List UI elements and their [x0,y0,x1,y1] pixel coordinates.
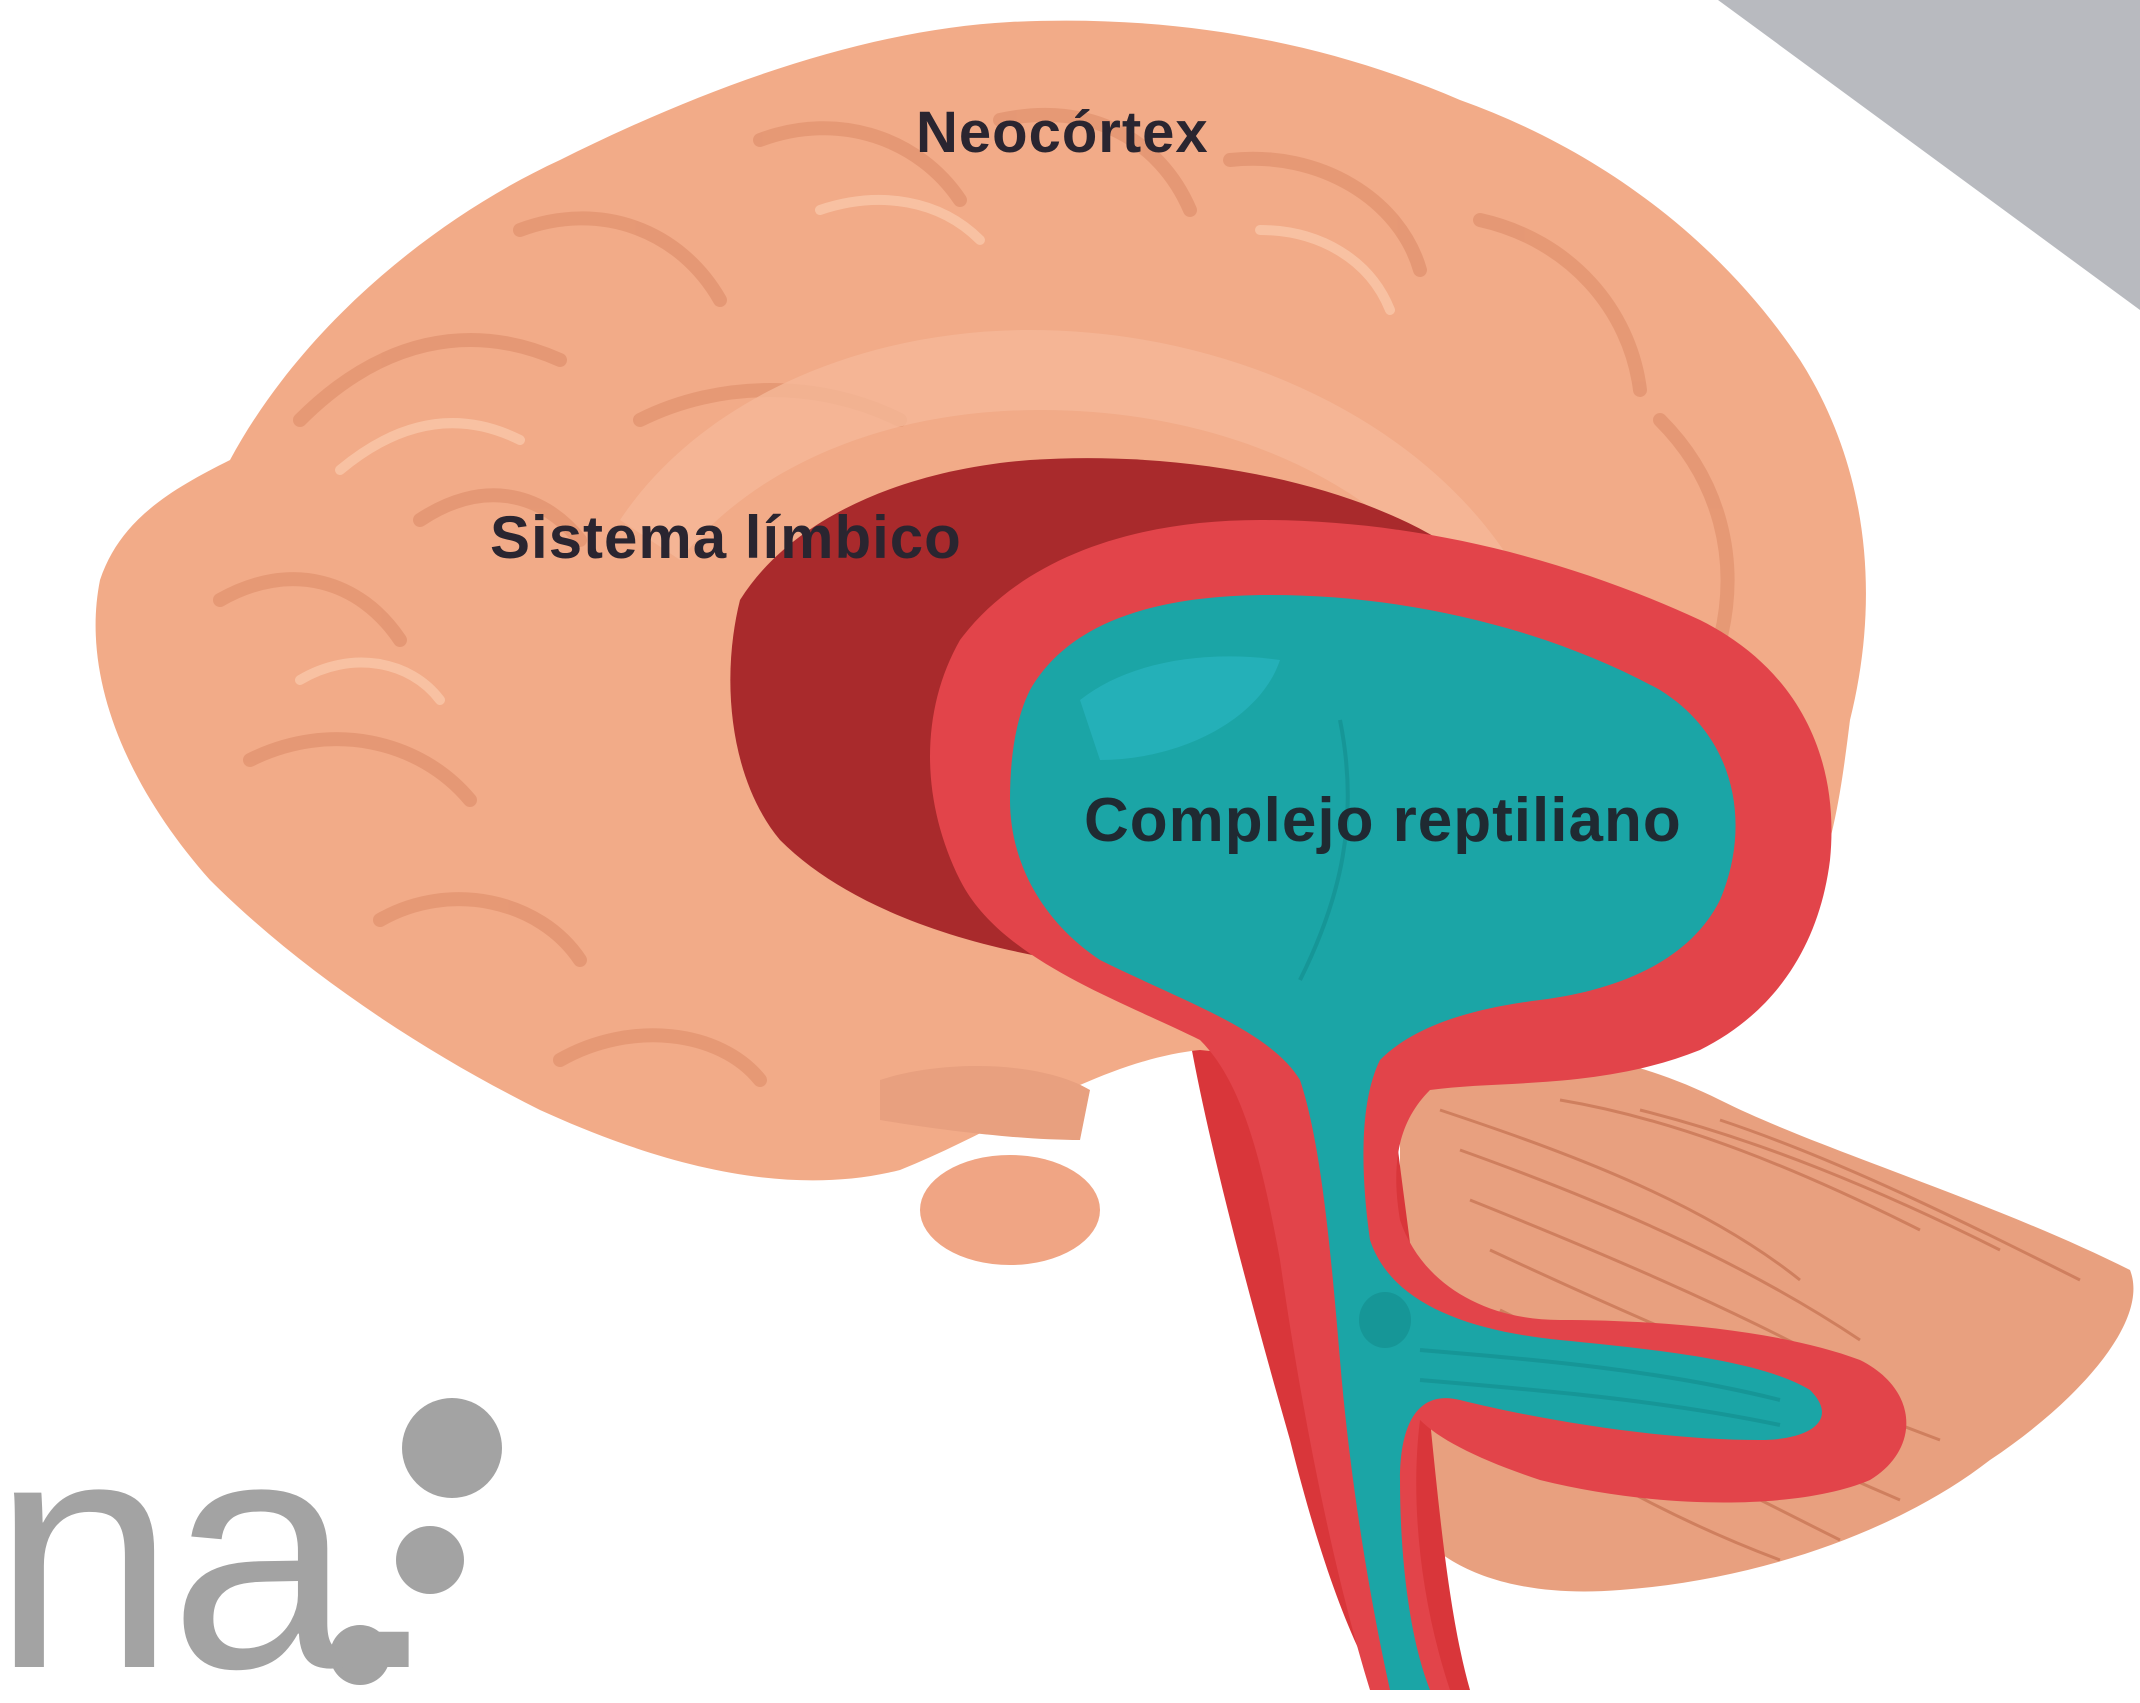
watermark-logo-text: na. [0,1388,433,1703]
pituitary [920,1155,1100,1265]
pons [1359,1292,1411,1348]
corner-decoration [1718,0,2140,310]
label-limbic-system: Sistema límbico [490,508,962,568]
label-neocortex: Neocórtex [916,104,1209,162]
label-reptilian-complex: Complejo reptiliano [1084,790,1682,852]
